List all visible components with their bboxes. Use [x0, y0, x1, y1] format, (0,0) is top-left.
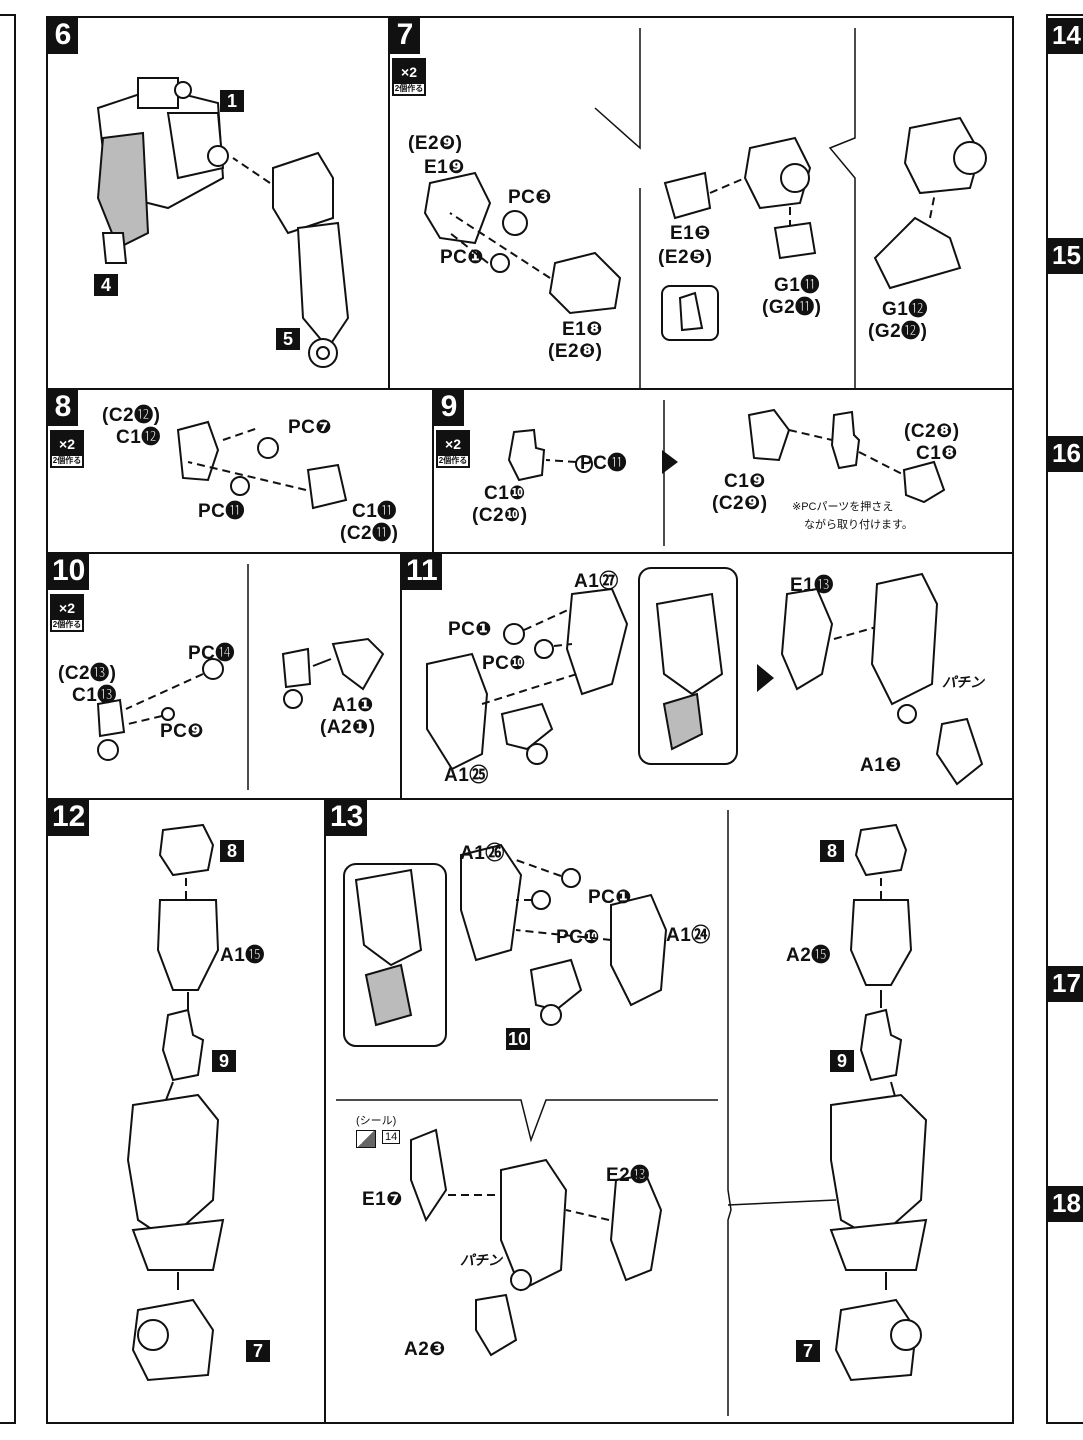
step-12-label-9: 9 — [212, 1050, 236, 1072]
step-13-label-7: 7 — [796, 1340, 820, 1362]
step-8-label-c211-alt: (C2⓫) — [340, 523, 399, 544]
step-6-label-1: 1 — [220, 90, 244, 112]
step-11-label-a125: A1㉕ — [444, 765, 489, 786]
step-7-label-g212-alt: (G2⓬) — [868, 321, 928, 342]
step-7-label-g112: G1⓬ — [882, 299, 928, 320]
step-13-label-pc10: PC❿ — [556, 927, 600, 948]
step-10-number: 10 — [48, 554, 90, 590]
step-10-illustration — [96, 564, 385, 790]
step-13-label-a215: A2⓯ — [786, 945, 831, 966]
step-7-illustration — [423, 28, 987, 388]
right-page-edge — [1046, 14, 1083, 1424]
step-12-label-a115: A1⓯ — [220, 945, 265, 966]
step-13-label-a23: A2❸ — [404, 1339, 446, 1360]
step-16-number: 16 — [1048, 436, 1083, 472]
step-13-sticker-number: 14 — [382, 1130, 401, 1144]
step-13-sticker-icon — [356, 1130, 376, 1148]
step-13-panel: 13 A1㉖ PC❶ PC❿ A1㉔ — [324, 798, 1014, 1424]
step-13-label-9: 9 — [830, 1050, 854, 1072]
step-10-label-c213-alt: (C2⓭) — [58, 663, 117, 684]
step-9-illustration — [507, 400, 946, 546]
step-12-label-8: 8 — [220, 840, 244, 862]
step-11-number: 11 — [402, 554, 442, 590]
step-11-label-pc10: PC❿ — [482, 653, 526, 674]
step-11-label-a13: A1❸ — [860, 755, 902, 776]
step-13-label-e213: E2⓭ — [606, 1165, 650, 1186]
step-7-label-e18: E1❽ — [562, 319, 603, 340]
step-13-label-e17: E1❼ — [362, 1189, 403, 1210]
step-8-label-pc11: PC⓫ — [198, 501, 245, 522]
step-8-label-c112: C1⓬ — [116, 427, 161, 448]
step-8-label-c111: C1⓫ — [352, 501, 397, 522]
step-7-label-e19: E1❾ — [424, 157, 465, 178]
step-9-label-pc11: PC⓫ — [580, 453, 627, 474]
step-13-label-a126: A1㉖ — [460, 843, 505, 864]
step-9-label-c18: C1❽ — [916, 443, 958, 464]
step-8-label-c212-alt: (C2⓬) — [102, 405, 161, 426]
step-8-number: 8 — [48, 390, 78, 426]
step-7-label-e25-alt: (E2❺) — [658, 247, 713, 268]
step-6-panel: 6 1 4 5 — [46, 16, 390, 390]
step-11-panel: 11 A1㉗ PC❶ PC❿ A1㉕ E1⓭ A1❸ パチン — [400, 552, 1014, 800]
step-7-label-e15: E1❺ — [670, 223, 711, 244]
step-18-number: 18 — [1048, 1186, 1083, 1222]
step-12-number: 12 — [48, 800, 90, 836]
step-13-snap-text: パチン — [460, 1252, 502, 1268]
step-13-sticker-label: (シール) — [356, 1115, 397, 1127]
step-7-label-g211-alt: (G2⓫) — [762, 297, 822, 318]
step-11-label-e113: E1⓭ — [790, 575, 834, 596]
step-12-illustration — [126, 823, 225, 1382]
step-8-label-pc7: PC❼ — [288, 417, 332, 438]
step-10-label-c113: C1⓭ — [72, 685, 117, 706]
step-13-label-a124: A1㉔ — [666, 925, 711, 946]
step-11-illustration — [426, 567, 984, 786]
step-6-number: 6 — [48, 18, 78, 54]
step-7-label-g111: G1⓫ — [774, 275, 820, 296]
step-9-label-c28-alt: (C2❽) — [904, 421, 960, 442]
step-9-label-c110: C1❿ — [484, 483, 526, 504]
step-9-label-c19: C1❾ — [724, 471, 766, 492]
step-11-snap-text: パチン — [942, 674, 984, 690]
step-7-label-e28-alt: (E2❽) — [548, 341, 603, 362]
step-6-label-5: 5 — [276, 328, 300, 350]
step-6-label-4: 4 — [94, 274, 118, 296]
step-15-number: 15 — [1048, 238, 1083, 274]
step-9-number: 9 — [434, 390, 464, 426]
step-7-label-pc3: PC❸ — [508, 187, 552, 208]
step-13-label-10: 10 — [506, 1028, 530, 1050]
step-11-label-pc1: PC❶ — [448, 619, 492, 640]
step-10-label-pc9: PC❾ — [160, 721, 204, 742]
step-12-panel: 12 8 A1⓯ 9 7 — [46, 798, 326, 1424]
step-13-label-8: 8 — [820, 840, 844, 862]
step-7-number: 7 — [390, 18, 420, 54]
step-9-label-c210-alt: (C2❿) — [472, 505, 528, 526]
step-9-note-line-2: ながら取り付けます。 — [804, 519, 913, 531]
step-9-label-c29-alt: (C2❾) — [712, 493, 768, 514]
step-13-number: 13 — [326, 800, 368, 836]
step-17-number: 17 — [1048, 966, 1083, 1002]
step-12-label-7: 7 — [246, 1340, 270, 1362]
step-10-label-a11: A1❶ — [332, 695, 374, 716]
step-14-number: 14 — [1048, 18, 1083, 54]
step-9-note-line-1: ※PCパーツを押さえ — [792, 501, 894, 513]
step-13-illustration — [336, 810, 928, 1416]
step-6-illustration — [96, 77, 350, 368]
step-11-label-a127: A1㉗ — [574, 571, 619, 592]
step-13-label-pc1: PC❶ — [588, 887, 632, 908]
step-10-label-a21-alt: (A2❶) — [320, 717, 376, 738]
step-8-illustration — [176, 420, 348, 510]
step-10-label-pc14: PC⓮ — [188, 643, 235, 664]
left-page-edge — [0, 14, 16, 1424]
step-7-label-e29-alt: (E2❾) — [408, 133, 463, 154]
step-7-label-pc1: PC❶ — [440, 247, 484, 268]
